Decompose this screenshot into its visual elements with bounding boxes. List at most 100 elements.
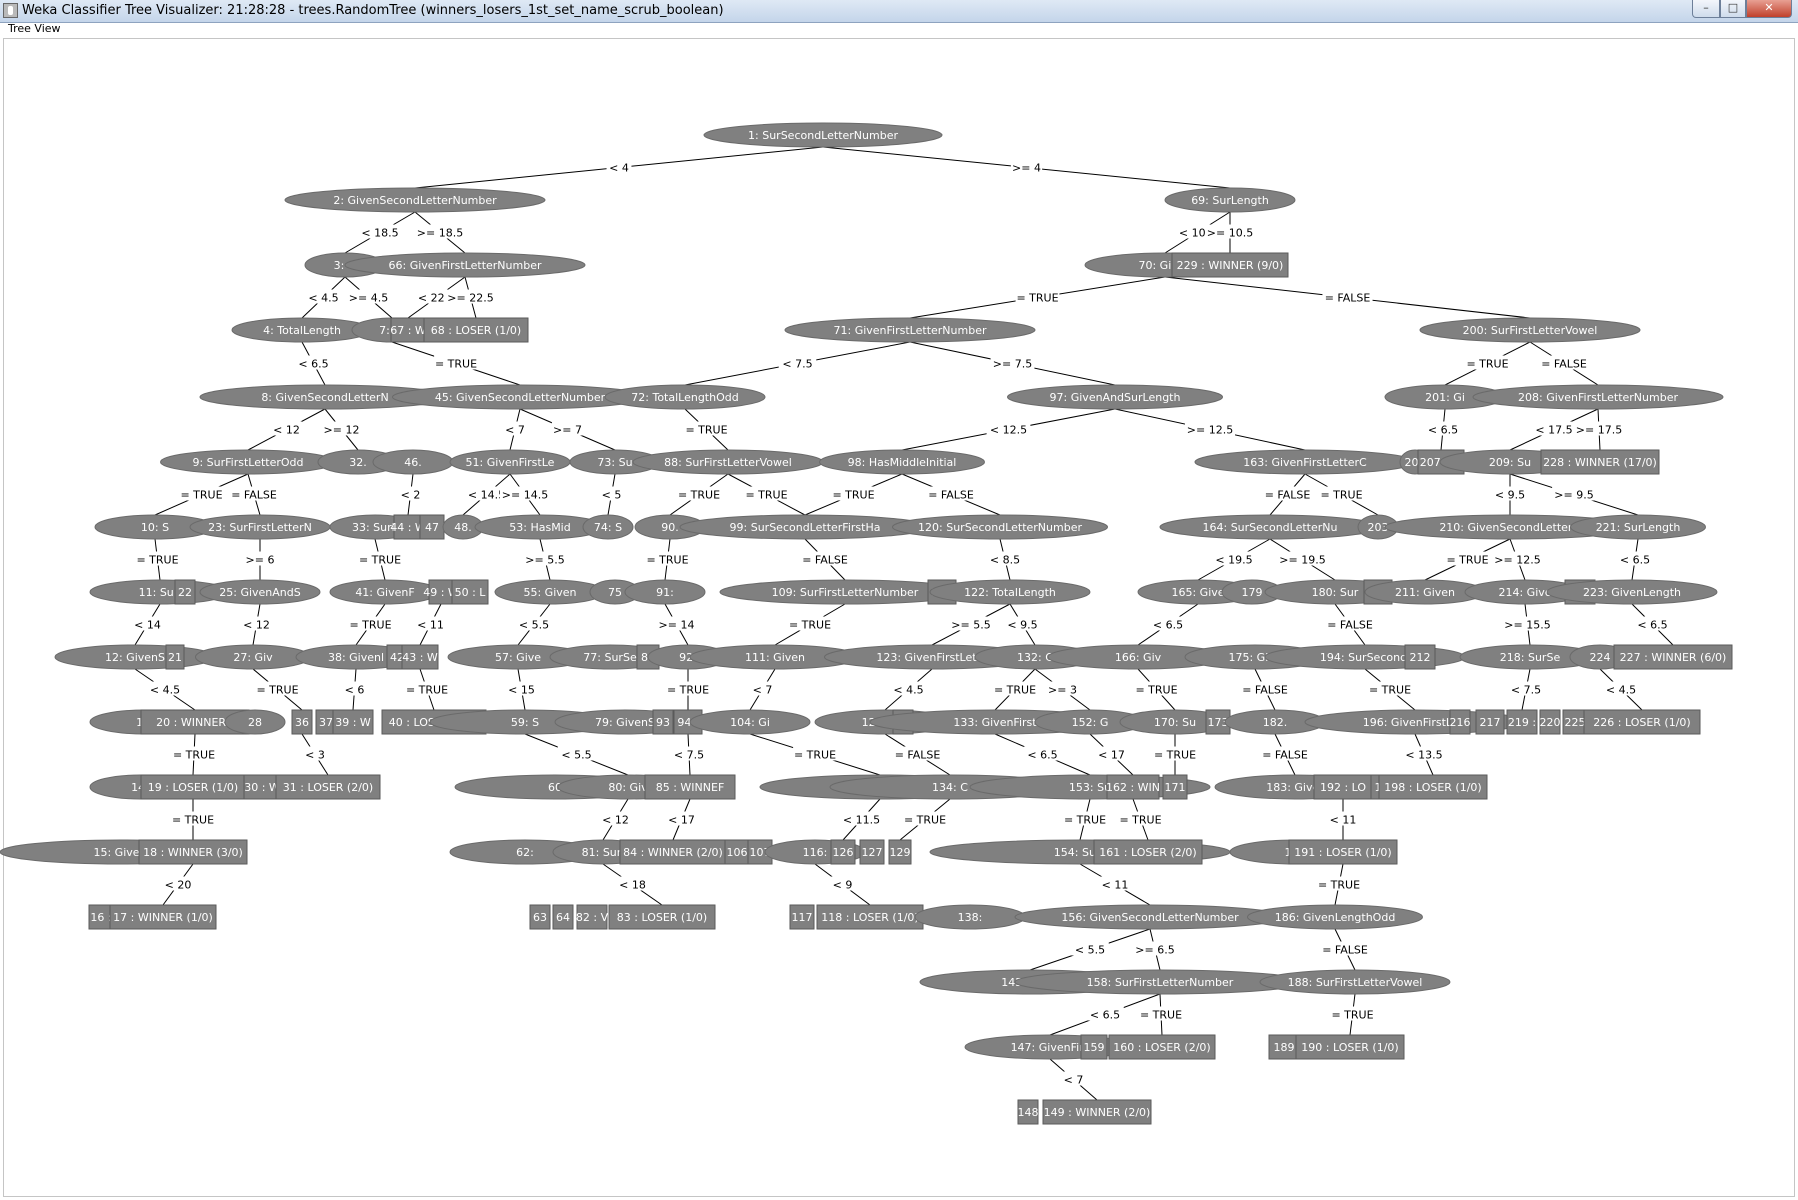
tree-node-ellipse[interactable]	[892, 514, 1108, 540]
tree-leaf-box[interactable]	[1268, 1034, 1300, 1060]
tree-leaf-box[interactable]	[1313, 774, 1373, 800]
tree-leaf-box[interactable]	[275, 774, 381, 800]
tree-leaf-box[interactable]	[724, 839, 750, 865]
tree-leaf-box[interactable]	[165, 644, 185, 670]
tree-node-ellipse[interactable]	[199, 579, 321, 605]
tree-leaf-label: 19 : LOSER (1/0)	[148, 781, 238, 794]
tree-leaf-box[interactable]	[1404, 644, 1436, 670]
tree-leaf-box[interactable]	[451, 579, 489, 605]
edge-label: < 7	[1064, 1074, 1084, 1087]
tree-leaf-box[interactable]	[1093, 839, 1203, 865]
edge-label-background	[1212, 551, 1256, 566]
tree-leaf-box[interactable]	[1288, 839, 1398, 865]
edge-label: = TRUE	[685, 424, 727, 437]
tree-node-ellipse[interactable]	[582, 514, 634, 540]
edge-label-background	[358, 551, 402, 566]
tree-node-ellipse[interactable]	[1164, 187, 1296, 213]
tree-leaf-box[interactable]	[1080, 1034, 1108, 1060]
tree-node-ellipse[interactable]	[1007, 384, 1223, 410]
tree-leaf-box[interactable]	[1106, 774, 1160, 800]
tree-leaf-box[interactable]	[401, 644, 439, 670]
tree-node-ellipse[interactable]	[284, 187, 546, 213]
tree-leaf-box[interactable]	[243, 774, 281, 800]
minimize-button[interactable]: –	[1692, 0, 1720, 18]
tree-leaf-box[interactable]	[552, 904, 574, 930]
tree-node-ellipse[interactable]	[689, 709, 811, 735]
tree-leaf-box[interactable]	[529, 904, 551, 930]
tree-node-ellipse[interactable]	[624, 579, 706, 605]
tree-leaf-box[interactable]	[140, 709, 250, 735]
edge-label-background	[342, 681, 367, 696]
edge-label: = TRUE	[1446, 554, 1488, 567]
tree-leaf-box[interactable]	[576, 904, 608, 930]
tree-leaf-box[interactable]	[652, 709, 674, 735]
tree-leaf-box[interactable]	[830, 839, 856, 865]
tree-node-ellipse[interactable]	[1259, 969, 1451, 995]
edge-label: = TRUE	[1016, 292, 1058, 305]
tree-leaf-box[interactable]	[174, 579, 196, 605]
tree-leaf-box[interactable]	[109, 904, 217, 930]
tree-leaf-box[interactable]	[1042, 1099, 1152, 1125]
tree-node-ellipse[interactable]	[929, 579, 1091, 605]
tree-node-label: 182.	[1263, 716, 1288, 729]
edge-label-background	[304, 289, 343, 304]
tree-leaf-box[interactable]	[1539, 709, 1561, 735]
tree-leaf-box[interactable]	[1613, 644, 1733, 670]
tree-leaf-box[interactable]	[138, 839, 248, 865]
tree-leaf-box[interactable]	[140, 774, 246, 800]
tree-leaf-box[interactable]	[1378, 774, 1488, 800]
edge-label: = TRUE	[359, 554, 401, 567]
tree-leaf-label: 217	[1480, 716, 1501, 729]
tree-leaf-box[interactable]	[1562, 709, 1588, 735]
edge-label: >= 15.5	[1504, 619, 1550, 632]
tree-node-label: 224	[1590, 651, 1611, 664]
edge-label-background	[1491, 486, 1529, 501]
tree-leaf-box[interactable]	[1171, 252, 1289, 278]
tree-leaf-box[interactable]	[390, 317, 426, 343]
tree-leaf-box[interactable]	[428, 579, 454, 605]
tree-leaf-box[interactable]	[332, 709, 374, 735]
tree-leaf-box[interactable]	[1108, 1034, 1216, 1060]
tree-leaf-box[interactable]	[1583, 709, 1701, 735]
close-button[interactable]: ✕	[1746, 0, 1792, 18]
edge-label: >= 12.5	[1494, 554, 1540, 567]
edge-label-background	[1259, 746, 1311, 761]
tree-leaf-box[interactable]	[1162, 774, 1188, 800]
tree-leaf-box[interactable]	[1540, 449, 1660, 475]
tree-leaf-box[interactable]	[789, 904, 815, 930]
tree-node-ellipse[interactable]	[224, 709, 286, 735]
tree-leaf-box[interactable]	[423, 317, 529, 343]
maximize-button[interactable]: □	[1720, 0, 1746, 18]
tree-leaf-label: 17 : WINNER (1/0)	[113, 911, 213, 924]
edge-label-background	[1023, 746, 1062, 761]
edge-label-background	[1602, 681, 1640, 696]
tree-leaf-box[interactable]	[291, 709, 313, 735]
tree-node-ellipse[interactable]	[604, 384, 766, 410]
edge-label: < 14.5	[468, 489, 505, 502]
tree-node-ellipse[interactable]	[1570, 514, 1706, 540]
tree-leaf-box[interactable]	[859, 839, 885, 865]
edge-label: = TRUE	[1135, 684, 1177, 697]
tree-leaf-box[interactable]	[1506, 709, 1538, 735]
tree-leaf-box[interactable]	[1295, 1034, 1405, 1060]
tree-leaf-box[interactable]	[888, 839, 912, 865]
tree-leaf-box[interactable]	[393, 514, 423, 540]
tree-leaf-box[interactable]	[1475, 709, 1505, 735]
tree-node-ellipse[interactable]	[1546, 579, 1718, 605]
tree-node-ellipse[interactable]	[703, 122, 943, 148]
tree-node-ellipse[interactable]	[1419, 317, 1641, 343]
edge-label: < 17	[1098, 749, 1125, 762]
tree-node-ellipse[interactable]	[1247, 904, 1423, 930]
tree-leaf-box[interactable]	[1017, 1099, 1039, 1125]
tree-node-ellipse[interactable]	[784, 317, 1036, 343]
tree-leaf-box[interactable]	[1449, 709, 1471, 735]
tree-node-ellipse[interactable]	[344, 252, 586, 278]
edge-label: = TRUE	[349, 619, 391, 632]
tree-node-ellipse[interactable]	[819, 449, 985, 475]
tree-leaf-box[interactable]	[608, 904, 716, 930]
tree-view-menu[interactable]: Tree View	[8, 22, 61, 35]
tree-leaf-label: 39 : W	[335, 716, 371, 729]
tree-leaf-box[interactable]	[644, 774, 736, 800]
tree-node-ellipse[interactable]	[1472, 384, 1724, 410]
